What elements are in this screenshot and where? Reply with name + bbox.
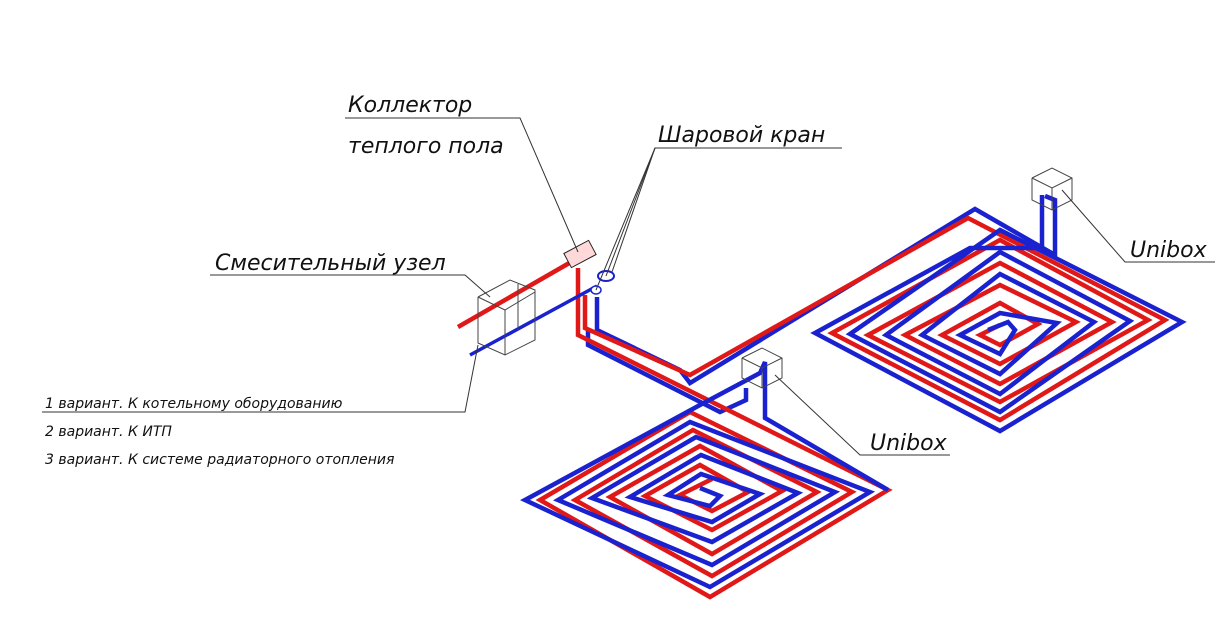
mixing-unit-block xyxy=(456,256,598,357)
mixing-return-line xyxy=(469,284,598,357)
mixing-unit-box xyxy=(477,279,536,356)
heating-loop-right xyxy=(582,193,1187,434)
unibox-right-leader xyxy=(1061,189,1215,263)
unibox-bottom-leader xyxy=(774,374,950,456)
collector-label-line2: теплого пола xyxy=(348,134,504,159)
unibox-bottom-box xyxy=(741,347,783,389)
collector xyxy=(563,239,615,295)
variants-leader xyxy=(42,344,479,413)
unibox-right-label: Unibox xyxy=(1130,238,1208,263)
mixing-unit-leader xyxy=(210,274,491,298)
collector-label-line1: Коллектор xyxy=(348,93,472,118)
collector-leader xyxy=(345,117,579,253)
heating-loop-bottom xyxy=(520,268,893,600)
variant-2-text: 2 вариант. К ИТП xyxy=(45,424,172,440)
loop-right-return-spiral xyxy=(810,195,1187,434)
variant-1-text: 1 вариант. К котельному оборудованию xyxy=(45,396,343,412)
variant-3-text: 3 вариант. К системе радиаторного отопле… xyxy=(45,452,394,468)
ball-valve-label: Шаровой кран xyxy=(658,123,825,148)
unibox-bottom-label: Unibox xyxy=(870,431,948,456)
ball-valve-leader xyxy=(605,147,842,277)
unibox-right-box xyxy=(1031,167,1073,211)
loop-right-supply-pipe xyxy=(582,215,1170,423)
collector-body xyxy=(563,239,597,269)
mixing-unit-label: Смесительный узел xyxy=(215,251,446,276)
loop-bottom-return-spiral xyxy=(520,361,890,590)
